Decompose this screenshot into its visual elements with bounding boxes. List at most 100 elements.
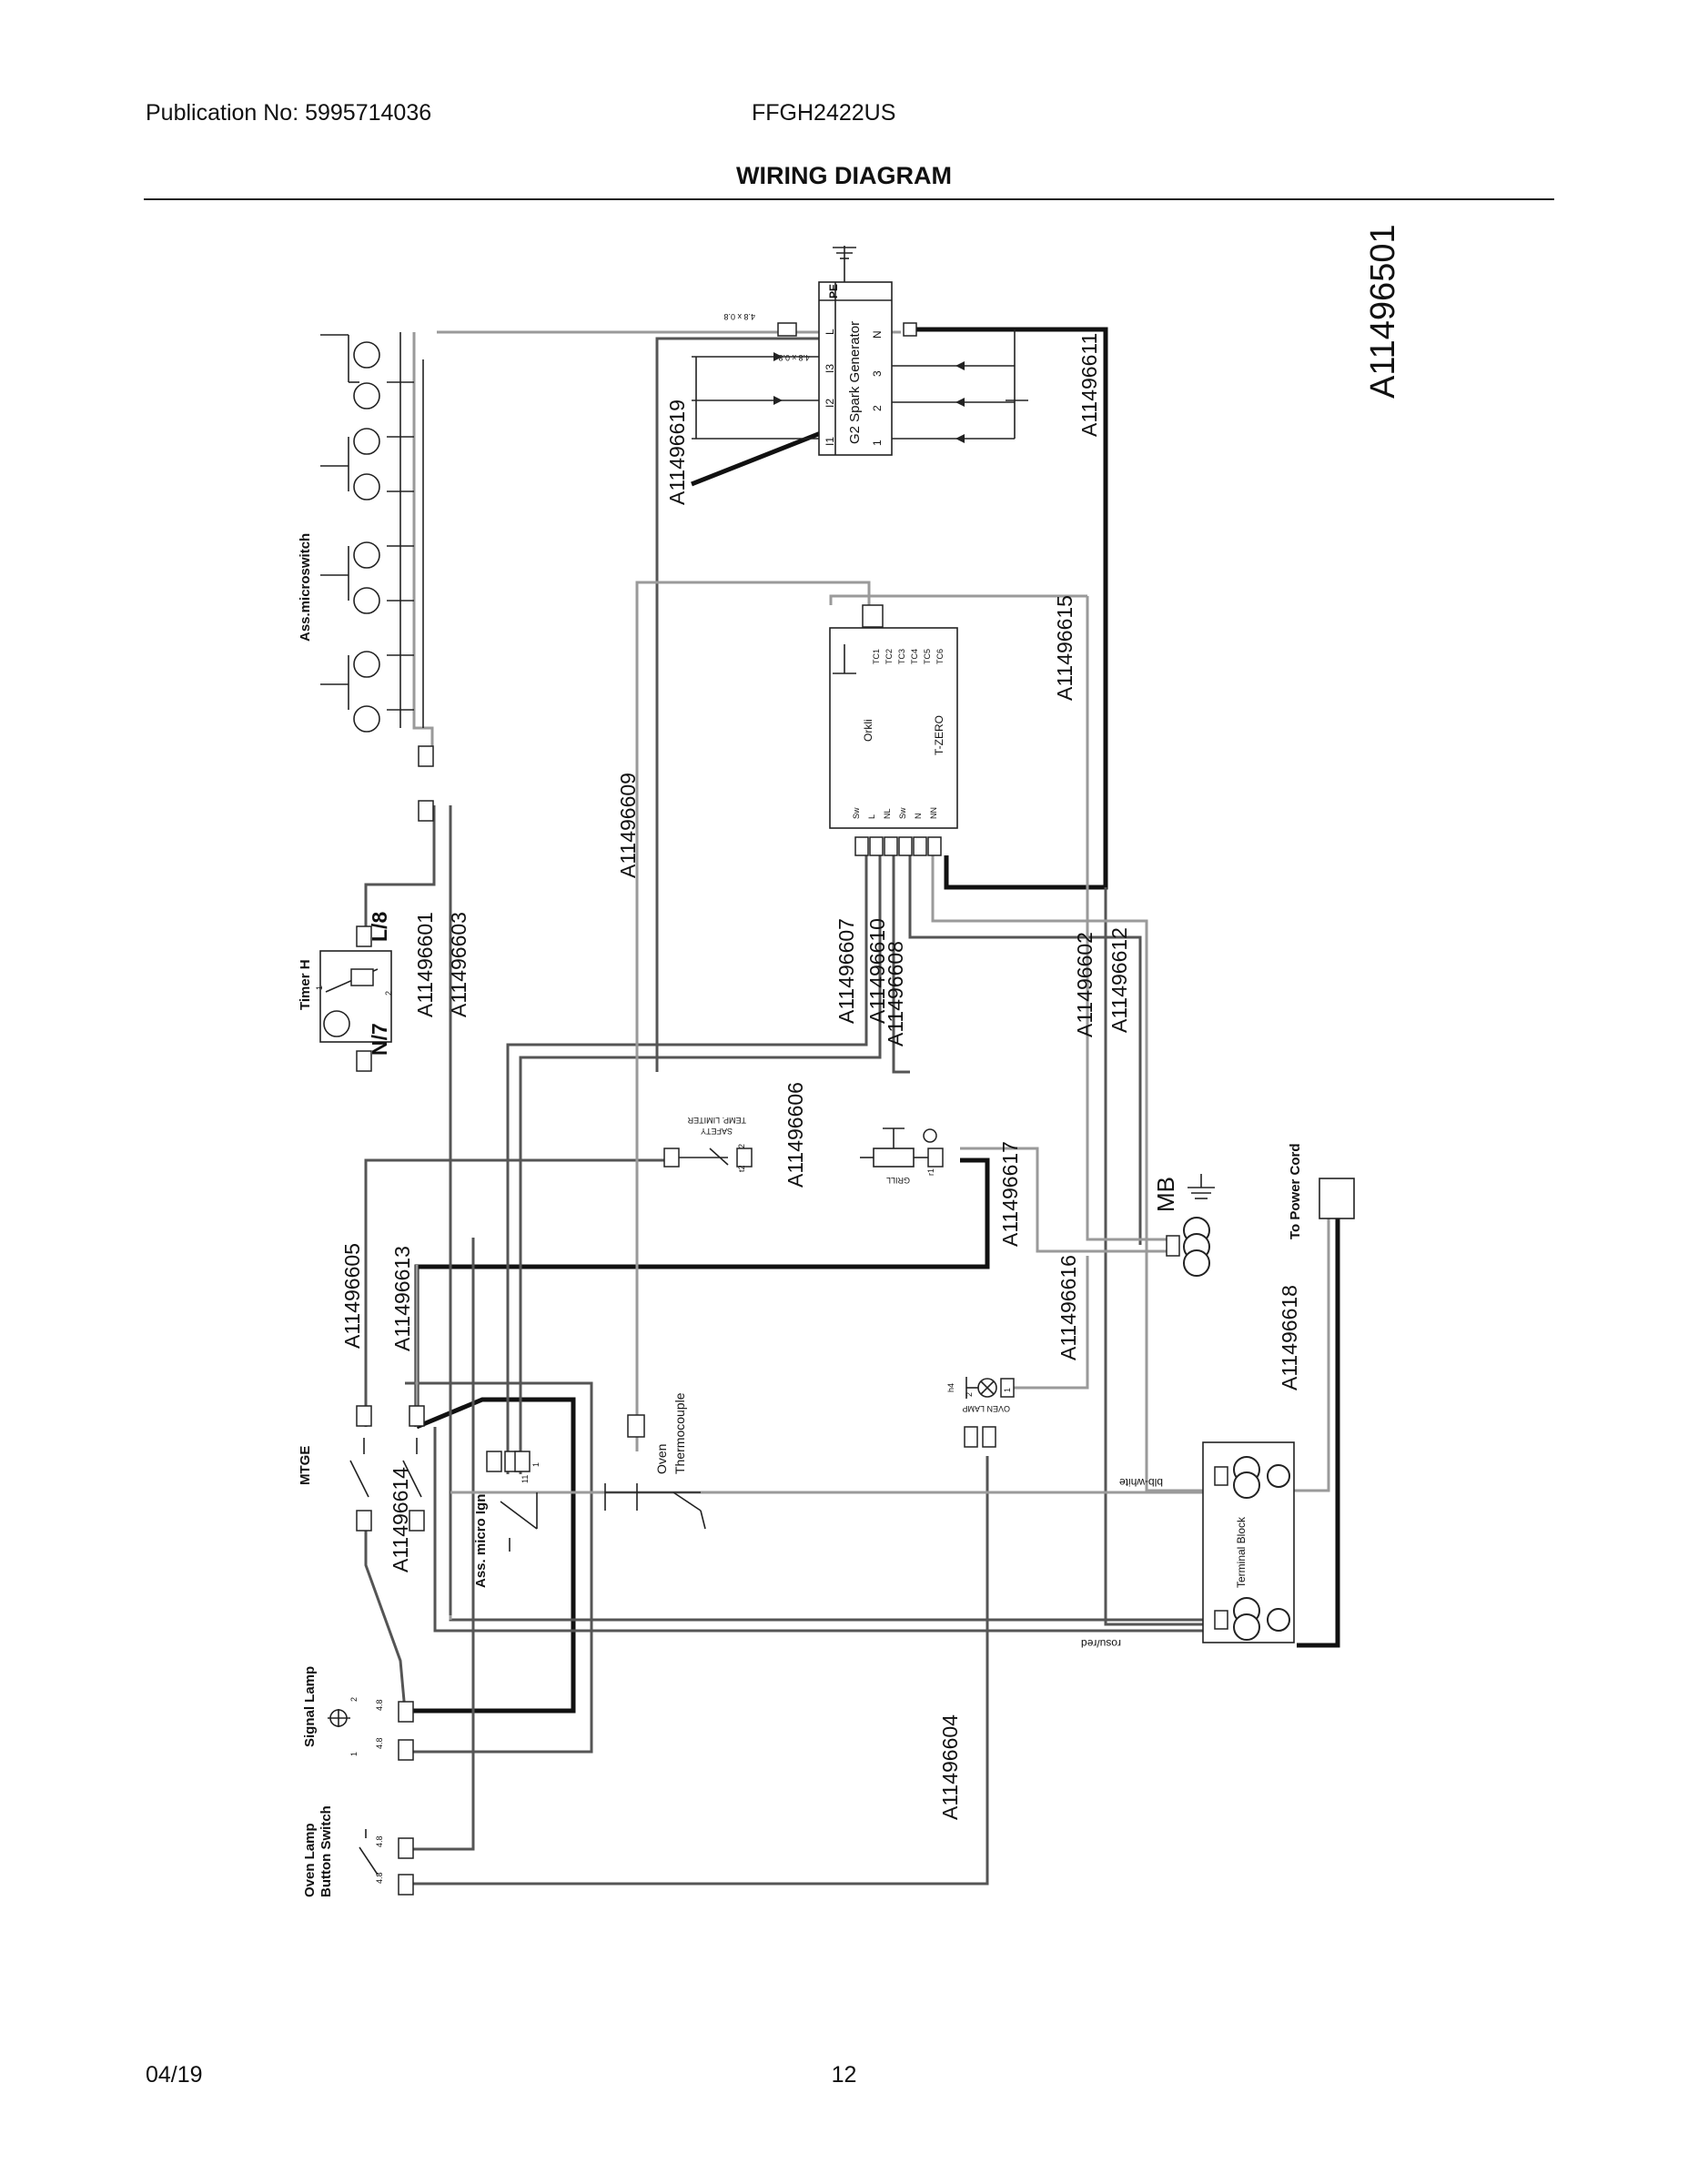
signal-lamp-pin-2: 2	[349, 1697, 359, 1702]
page-title: WIRING DIAGRAM	[736, 162, 952, 189]
white-wire-label: blb-white	[1119, 1476, 1163, 1489]
signal-lamp-label: Signal Lamp	[302, 1666, 318, 1747]
spark-pin-i2: I2	[824, 399, 836, 408]
safety-pin-t2: t2	[737, 1165, 746, 1172]
model-number: FFGH2422US	[752, 100, 896, 126]
wire-grey-mb-1	[931, 855, 1224, 1492]
micro-ign: 1 11 Ass. micro Ign	[473, 1451, 541, 1588]
safety-label-2: TEMP. LIMITER	[687, 1116, 746, 1125]
oven-lamp-pin-1: 1	[1003, 1388, 1012, 1392]
wire-label-a11496611: A11496611	[1077, 333, 1101, 437]
tzero-tc1: TC1	[872, 649, 881, 664]
micro-ign-pin-1: 1	[531, 1462, 541, 1467]
tzero-tc5: TC5	[923, 649, 932, 664]
orkli-label: Orkli	[862, 719, 874, 742]
safety-pin-2: 2	[737, 1144, 746, 1148]
oven-lamp-label: OVEN LAMP	[962, 1404, 1010, 1413]
wire-label-a11496616: A11496616	[1056, 1255, 1080, 1360]
wire-dark-timer-l8	[364, 805, 436, 939]
tzero-term-n: N	[914, 814, 923, 820]
spark-generator-label: G2 Spark Generator	[847, 321, 863, 444]
mb-power-cord: MB To Power Cord	[1152, 1143, 1355, 1277]
oven-lamp-button-label-2: Button Switch	[318, 1805, 334, 1897]
wire-label-a11496617: A11496617	[998, 1141, 1022, 1247]
wire-dark-orkli-loop	[655, 337, 821, 1072]
wire-label-a11496607: A11496607	[834, 918, 858, 1024]
wire-label-a11496613: A11496613	[390, 1246, 414, 1351]
wire-dark-tzero-to-micro-ign	[506, 855, 868, 1474]
header-divider	[144, 198, 1554, 200]
wire-black-power-cord	[1297, 1183, 1340, 1648]
microswitch-label: Ass.microswitch	[298, 533, 313, 642]
wire-dark-tzero-to-micro-ign-2	[519, 855, 882, 1474]
page-number: 12	[831, 2062, 857, 2088]
thermocouple-label-2: Thermocouple	[672, 1392, 687, 1474]
wire-label-a11496602: A11496602	[1073, 932, 1097, 1037]
wire-dark-tzero-w08	[908, 855, 1142, 1245]
button-conn-size-2: 4.8	[375, 1872, 384, 1884]
wire-black-spark-diagonal	[691, 427, 831, 487]
wire-dark-red-terminal	[433, 1427, 1224, 1633]
wire-dark-tzero-w10	[892, 855, 910, 1074]
tzero-tc4: TC4	[910, 649, 919, 664]
spark-pin-2: 2	[871, 405, 884, 411]
diagram-doc-number: A11496501	[1364, 224, 1402, 399]
spark-pin-pe: PE	[827, 284, 840, 298]
wire-label-a11496604: A11496604	[938, 1714, 962, 1820]
signal-conn-size-2: 4.8	[375, 1737, 384, 1749]
terminal-block-label: Terminal Block	[1235, 1516, 1248, 1588]
wire-black-mtge-to-signal-lamp	[405, 1397, 576, 1714]
grill-pin-r1: r1	[926, 1168, 935, 1176]
timer-pin-2: 2	[384, 991, 393, 996]
wire-part-labels: A11496619 A11496611 A11496615 A11496609 …	[340, 333, 1301, 1820]
mtge-label: MTGE	[298, 1446, 313, 1485]
spark-wire-size-2: 4.8 x 0.8	[778, 353, 810, 362]
wire-grey-thermocouple	[635, 581, 871, 1451]
publication-number: Publication No: 5995714036	[146, 100, 432, 126]
wire-dark-tzero-to-terminal	[1104, 887, 1224, 1626]
tzero-term-sw: Sw	[852, 807, 861, 819]
power-cord-label: To Power Cord	[1288, 1143, 1303, 1239]
terminal-block: Terminal Block blb-white rosu/red	[1081, 1441, 1295, 1650]
wire-dark-mtge-right	[364, 1529, 407, 1712]
wire-grey-grill-mb	[960, 1147, 1174, 1253]
wire-label-a11496614: A11496614	[389, 1467, 412, 1572]
signal-conn-size-1: 4.8	[375, 1699, 384, 1711]
oven-lamp-button-label-1: Oven Lamp	[302, 1823, 318, 1897]
wire-dark-mtge-box	[405, 1381, 593, 1754]
spark-pin-1: 1	[871, 440, 884, 446]
wire-black-grill-to-mtge	[414, 1158, 990, 1427]
signal-lamp-pin-1: 1	[349, 1752, 359, 1756]
wire-label-a11496618: A11496618	[1278, 1285, 1301, 1390]
wire-grey-mb-2	[1086, 596, 1174, 1241]
wire-label-a11496601: A11496601	[413, 912, 437, 1017]
wire-dark-oven-lamp-switch	[409, 1238, 475, 1851]
spark-generator: PE L I3 I2 I1 N 3 2 1 G2 Spark Generator…	[692, 246, 1028, 456]
tzero-tc2: TC2	[884, 649, 894, 664]
wire-dark-mtge-w05	[364, 1158, 664, 1427]
tzero-term-l: L	[867, 814, 876, 819]
spark-pin-n: N	[871, 330, 884, 339]
spark-wire-size-1: 4.8 x 0.8	[723, 312, 755, 321]
safety-limiter-grill: SAFETY TEMP. LIMITER t2 2 GRILL r1	[663, 1116, 944, 1185]
spark-pin-i3: I3	[824, 364, 836, 373]
tzero-term-nl: NL	[883, 808, 892, 819]
tzero-term-sw2: Sw	[898, 807, 907, 819]
wire-grey-oven-lamp	[1001, 1256, 1089, 1390]
oven-thermocouple: Oven Thermocouple	[604, 1392, 706, 1530]
wire-label-a11496606: A11496606	[783, 1082, 807, 1188]
wire-label-a11496605: A11496605	[340, 1243, 364, 1349]
spark-pin-l: L	[824, 329, 836, 335]
spark-pin-i1: I1	[824, 437, 836, 446]
grill-label: GRILL	[886, 1176, 910, 1185]
oven-lamp-pin-h4: h4	[946, 1383, 955, 1392]
orkli-tzero-module: Orkli T-ZERO TC1 TC2 TC3 TC4 TC5 TC6 Sw …	[829, 604, 958, 856]
wire-label-a11496612: A11496612	[1107, 927, 1131, 1033]
signal-lamp: Signal Lamp 2 1 4.8 4.8	[302, 1666, 414, 1761]
oven-lamp-pin-2: 2	[965, 1392, 974, 1397]
button-conn-size-1: 4.8	[375, 1835, 384, 1847]
wires	[364, 327, 1340, 1886]
tzero-tc6: TC6	[935, 649, 945, 664]
thermocouple-label-1: Oven	[654, 1444, 669, 1474]
